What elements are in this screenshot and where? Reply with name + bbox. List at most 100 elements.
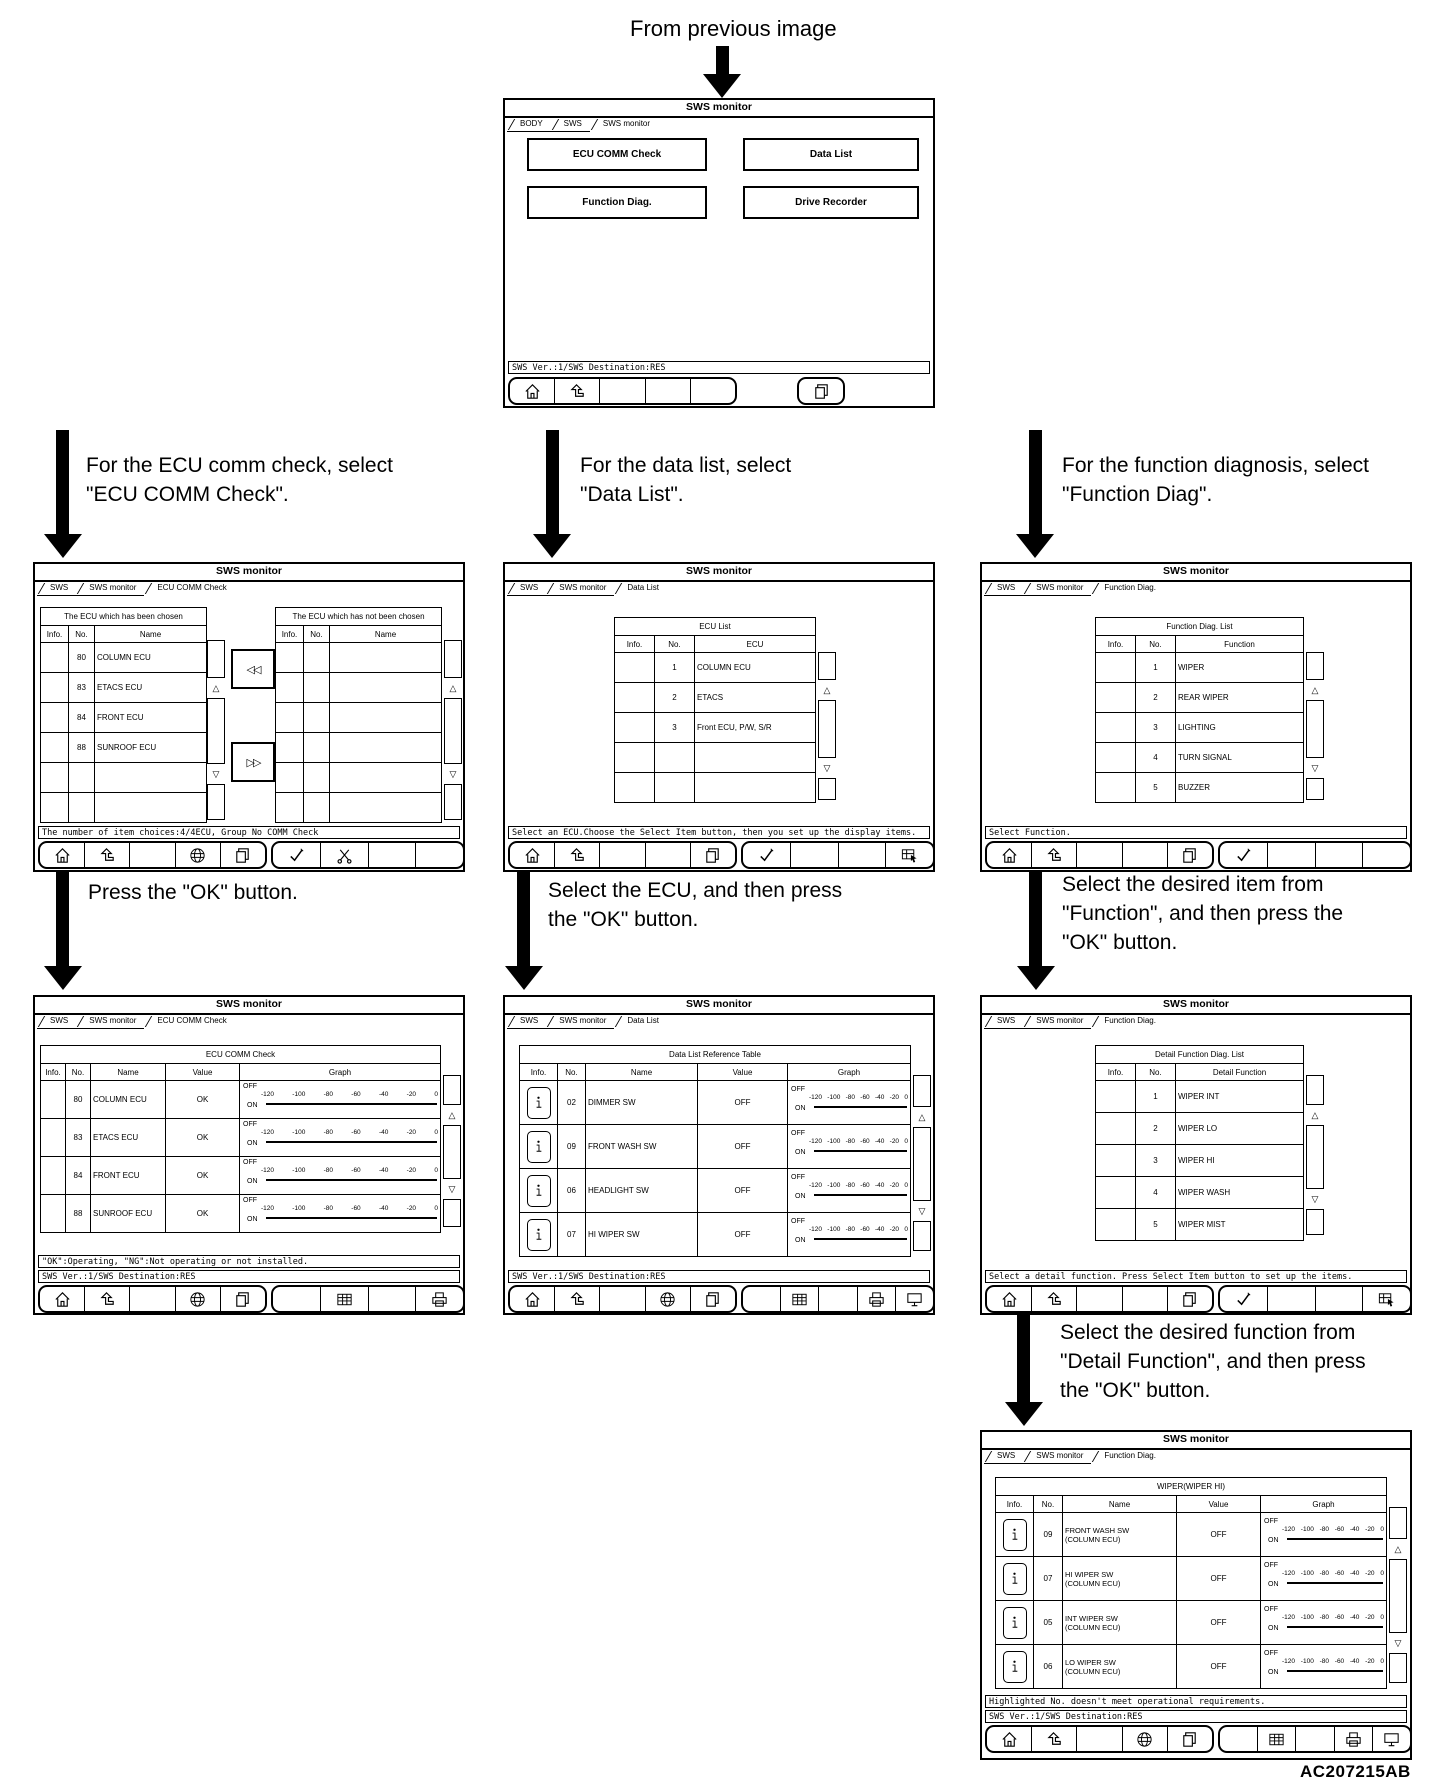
move-all-left-button[interactable]: ◁◁ xyxy=(231,649,275,689)
setup-button[interactable] xyxy=(176,843,221,867)
scroll-up-icon[interactable]: △ xyxy=(443,1104,461,1126)
recorder-button[interactable] xyxy=(896,1287,933,1311)
scroll-up-icon[interactable]: △ xyxy=(1306,679,1324,701)
copy-page-button[interactable] xyxy=(1168,1287,1212,1311)
copy-page-button[interactable] xyxy=(1168,843,1212,867)
copy-page-button[interactable] xyxy=(799,379,843,403)
view-table-button[interactable] xyxy=(1258,1727,1297,1751)
print-button[interactable] xyxy=(858,1287,896,1311)
back-button[interactable] xyxy=(555,379,601,403)
ok-button[interactable] xyxy=(273,843,321,867)
home-button[interactable] xyxy=(510,379,556,403)
scroll-up-icon[interactable]: △ xyxy=(913,1106,931,1128)
tab-sws[interactable]: SWS xyxy=(984,1015,1024,1029)
scrollbar[interactable]: △ ▽ xyxy=(1389,1507,1407,1683)
ok-button[interactable] xyxy=(1220,843,1268,867)
tab-sws[interactable]: SWS xyxy=(37,1015,77,1029)
tab-body[interactable]: BODY xyxy=(507,118,551,132)
setup-button[interactable] xyxy=(1123,1727,1168,1751)
home-button[interactable] xyxy=(40,1287,86,1311)
info-button[interactable] xyxy=(526,1086,551,1119)
tab-sws-monitor[interactable]: SWS monitor xyxy=(76,1015,145,1029)
setup-button[interactable] xyxy=(646,1287,691,1311)
back-button[interactable] xyxy=(1032,1287,1078,1311)
scroll-down-icon[interactable]: ▽ xyxy=(818,757,836,779)
scroll-up-icon[interactable]: △ xyxy=(818,679,836,701)
copy-page-button[interactable] xyxy=(691,1287,735,1311)
ok-button[interactable] xyxy=(1220,1287,1268,1311)
tab-sws-monitor[interactable]: SWS monitor xyxy=(1023,1450,1092,1464)
scroll-up-icon[interactable]: △ xyxy=(444,677,462,699)
scrollbar[interactable]: △ ▽ xyxy=(818,652,836,800)
back-button[interactable] xyxy=(1032,843,1078,867)
tab-sws[interactable]: SWS xyxy=(37,582,77,596)
scroll-down-icon[interactable]: ▽ xyxy=(913,1200,931,1222)
tab-sws[interactable]: SWS xyxy=(984,1450,1024,1464)
tab-function-diag[interactable]: Function Diag. xyxy=(1091,582,1164,596)
recorder-button[interactable] xyxy=(1373,1727,1410,1751)
setup-button[interactable] xyxy=(176,1287,221,1311)
select-item-button[interactable] xyxy=(886,843,933,867)
tab-sws-monitor[interactable]: SWS monitor xyxy=(546,1015,615,1029)
tab-sws-monitor[interactable]: SWS monitor xyxy=(590,118,658,132)
tab-sws-monitor[interactable]: SWS monitor xyxy=(76,582,145,596)
info-button[interactable] xyxy=(526,1130,551,1163)
tab-sws[interactable]: SWS xyxy=(550,118,590,132)
tab-sws-monitor[interactable]: SWS monitor xyxy=(1023,1015,1092,1029)
copy-page-button[interactable] xyxy=(1168,1727,1212,1751)
ok-button[interactable] xyxy=(743,843,791,867)
cancel-button[interactable] xyxy=(321,843,369,867)
home-button[interactable] xyxy=(510,843,556,867)
scrollbar[interactable]: △ ▽ xyxy=(444,640,462,820)
view-table-button[interactable] xyxy=(321,1287,369,1311)
select-item-button[interactable] xyxy=(1363,1287,1410,1311)
tab-ecu-comm-check[interactable]: ECU COMM Check xyxy=(144,1015,234,1029)
ecu-comm-check-button[interactable]: ECU COMM Check xyxy=(527,138,707,171)
tab-data-list[interactable]: Data List xyxy=(614,582,667,596)
tab-ecu-comm-check[interactable]: ECU COMM Check xyxy=(144,582,234,596)
copy-page-button[interactable] xyxy=(691,843,735,867)
tab-sws[interactable]: SWS xyxy=(984,582,1024,596)
scrollbar[interactable]: △ ▽ xyxy=(1306,1075,1324,1235)
scroll-up-icon[interactable]: △ xyxy=(1306,1104,1324,1126)
info-button[interactable] xyxy=(1002,1606,1027,1639)
print-button[interactable] xyxy=(416,1287,463,1311)
back-button[interactable] xyxy=(1032,1727,1078,1751)
home-button[interactable] xyxy=(987,1287,1033,1311)
back-button[interactable] xyxy=(85,1287,131,1311)
scrollbar[interactable]: △ ▽ xyxy=(913,1075,931,1251)
info-button[interactable] xyxy=(1002,1562,1027,1595)
data-list-button[interactable]: Data List xyxy=(743,138,919,171)
tab-data-list[interactable]: Data List xyxy=(614,1015,667,1029)
home-button[interactable] xyxy=(40,843,86,867)
info-button[interactable] xyxy=(526,1218,551,1251)
scroll-up-icon[interactable]: △ xyxy=(207,677,225,699)
copy-page-button[interactable] xyxy=(221,843,265,867)
drive-recorder-button[interactable]: Drive Recorder xyxy=(743,186,919,219)
scroll-down-icon[interactable]: ▽ xyxy=(1389,1632,1407,1654)
